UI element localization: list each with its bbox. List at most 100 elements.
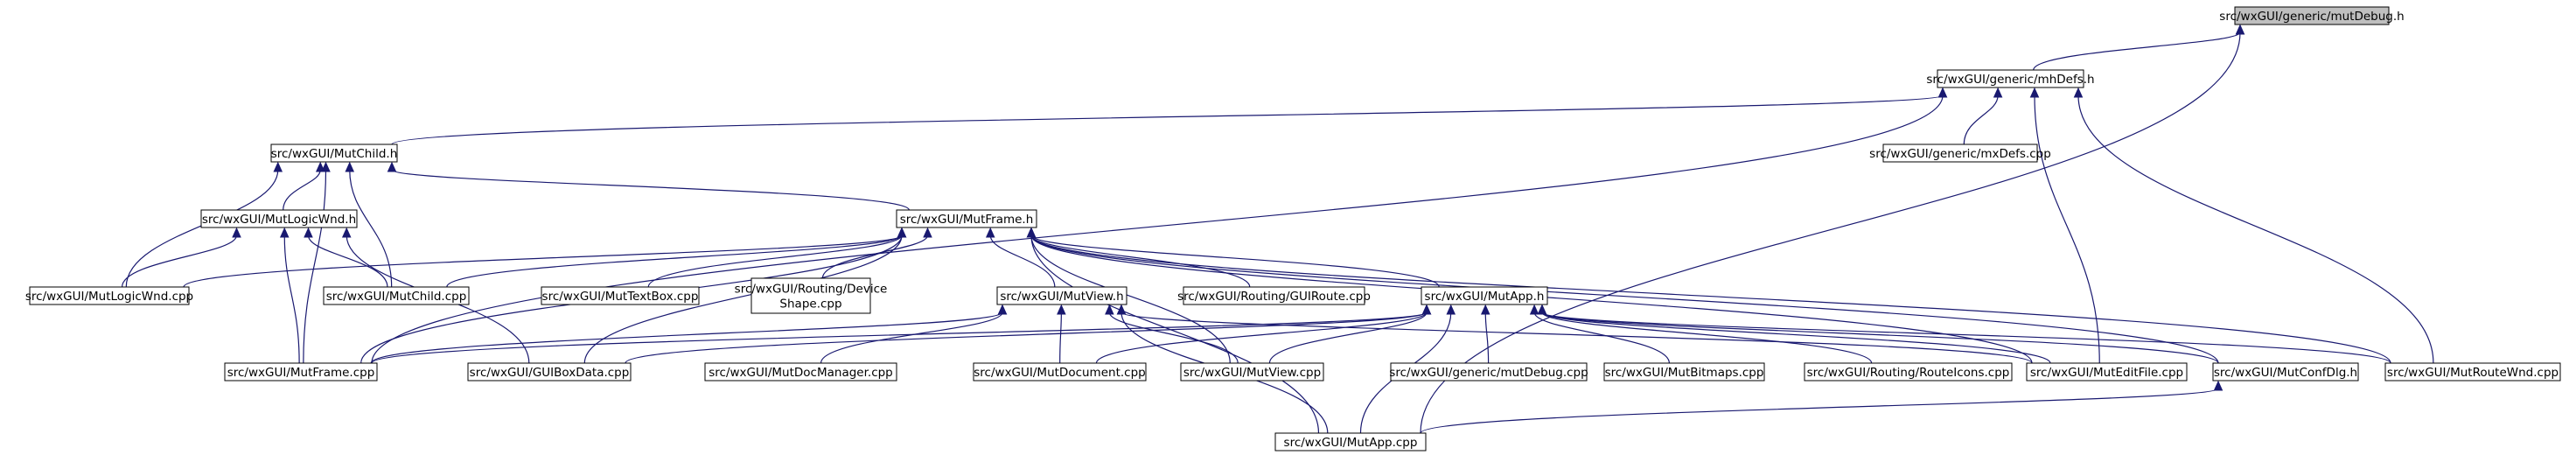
node-box [896,209,1037,228]
node-label: src/wxGUI/MutView.h [1000,290,1123,304]
node-box [200,209,358,228]
edge-MutRouteWnd_cpp-to-mhDefs_h [2077,94,2434,364]
edge-MutChild_cpp-to-MutFrame_h [446,234,903,288]
node-box [973,362,1147,382]
edge-MutView_h-to-MutFrame_h [989,234,1056,288]
arrowhead-MutChild_cpp-to-MutChild_h [345,161,355,172]
node-label: Shape.cpp [779,298,841,312]
node-muteditfile-cpp[interactable]: src/wxGUI/MutEditFile.cpp [2026,362,2188,382]
node-mutdocmanager-cpp[interactable]: src/wxGUI/MutDocManager.cpp [704,362,897,382]
node-label: src/wxGUI/MutFrame.cpp [227,366,375,380]
edge-MutFrame_cpp-to-MutLogicWnd_h [283,234,300,364]
node-label: src/wxGUI/MutChild.cpp [326,290,467,304]
node-mutapp-h[interactable]: src/wxGUI/MutApp.h [1421,286,1548,305]
node-guiboxdata-cpp[interactable]: src/wxGUI/GUIBoxData.cpp [467,362,632,382]
node-muttextbox-cpp[interactable]: src/wxGUI/MutTextBox.cpp [541,286,700,305]
node-mutchild-h[interactable]: src/wxGUI/MutChild.h [270,144,398,163]
node-box [1804,362,2013,382]
node-label: src/wxGUI/MutEditFile.cpp [2030,366,2183,380]
arrowhead-MutEditFile_cpp-to-mhDefs_h [2029,87,2040,98]
node-mutchild-cpp[interactable]: src/wxGUI/MutChild.cpp [323,286,470,305]
node-label: src/wxGUI/MutBitmaps.cpp [1605,366,1764,380]
edge-MutConfDlg_h-to-MutApp_h [1541,312,2219,364]
node-box [1937,69,2084,88]
edge-MutEditFile_cpp-to-MutView_h [1120,312,2033,364]
node-box [2384,362,2561,382]
edge-MutLogicWnd_cpp-to-MutChild_h [125,169,279,288]
edge-MutRouteWnd_cpp-to-MutFrame_h [1030,234,2391,364]
edge-mxDefs_cpp-to-mhDefs_h [1963,94,1999,145]
node-box [270,144,398,163]
arrowhead-MutFrame_cpp-to-MutLogicWnd_h [279,227,290,238]
node-mutbitmaps-cpp[interactable]: src/wxGUI/MutBitmaps.cpp [1603,362,1765,382]
edge-GUIBoxData_cpp-to-MutApp_h [625,312,1428,364]
node-mutdocument-cpp[interactable]: src/wxGUI/MutDocument.cpp [973,362,1147,382]
edge-MutLogicWnd_cpp-to-MutFrame_h [183,234,903,288]
node-mutdebug-cpp[interactable]: src/wxGUI/generic/mutDebug.cpp [1389,362,1588,382]
edge-MutApp_h-to-MutFrame_h [1030,234,1440,288]
node-label: src/wxGUI/MutView.cpp [1183,366,1321,380]
node-mxdefs-cpp[interactable]: src/wxGUI/generic/mxDefs.cpp [1869,144,2051,163]
arrowhead-MutView_cpp-to-MutView_h [1105,304,1114,315]
node-mutview-h[interactable]: src/wxGUI/MutView.h [996,286,1127,305]
edge-MutDocument_cpp-to-MutApp_h [1095,312,1428,364]
arrowhead-DeviceShape_cpp-to-MutFrame_h [923,227,932,238]
node-mhdefs-h[interactable]: src/wxGUI/generic/mhDefs.h [1926,69,2095,88]
node-mutroutewnd-cpp[interactable]: src/wxGUI/MutRouteWnd.cpp [2384,362,2561,382]
node-mutview-cpp[interactable]: src/wxGUI/MutView.cpp [1180,362,1324,382]
node-mutframe-h[interactable]: src/wxGUI/MutFrame.h [896,209,1037,228]
edge-MutLogicWnd_h-to-MutChild_h [283,169,321,211]
node-label: src/wxGUI/MutApp.h [1425,290,1545,304]
arrowhead-MutView_cpp-to-MutApp_h [1421,304,1432,315]
edge-MutEditFile_cpp-to-mhDefs_h [2034,94,2100,364]
edge-MutFrame_h-to-MutChild_h [391,169,910,211]
arrowhead-MutChild_cpp-to-MutLogicWnd_h [304,227,313,238]
arrowhead-MutLogicWnd_cpp-to-MutLogicWnd_h [232,227,241,238]
node-label: src/wxGUI/Routing/Device [735,283,888,297]
node-label: src/wxGUI/Routing/GUIRoute.cpp [1177,290,1371,304]
arrowhead-MutApp_cpp-to-MutApp_h [1446,304,1456,315]
node-box [323,286,470,305]
arrowhead-MutFrame_h-to-MutChild_h [387,161,397,172]
edge-MutChild_h-to-mhDefs_h [391,94,1944,145]
node-guiroute-cpp[interactable]: src/wxGUI/Routing/GUIRoute.cpp [1177,286,1371,305]
arrowhead-MutBitmaps_cpp-to-MutApp_h [1529,304,1539,315]
edge-MutChild_cpp-to-MutChild_h [349,169,393,288]
node-label: src/wxGUI/generic/mxDefs.cpp [1869,147,2051,161]
node-label: src/wxGUI/MutLogicWnd.cpp [25,290,193,304]
node-mutapp-cpp[interactable]: src/wxGUI/MutApp.cpp [1274,432,1427,452]
node-box [541,286,700,305]
node-label: src/wxGUI/MutDocManager.cpp [709,366,893,380]
node-box [996,286,1127,305]
node-box [1421,286,1548,305]
node-mutframe-cpp[interactable]: src/wxGUI/MutFrame.cpp [224,362,378,382]
node-mutconfdlg-h[interactable]: src/wxGUI/MutConfDlg.h [2212,362,2359,382]
edge-mhDefs_h-to-mutDebug_h [2033,32,2241,71]
edge-mutDebug_cpp-to-MutApp_h [1484,312,1490,364]
node-box [1183,286,1365,305]
node-box [1882,144,2038,163]
node-label: src/wxGUI/MutConfDlg.h [2214,366,2357,380]
edge-MutApp_cpp-to-MutConfDlg_h [1420,388,2219,434]
node-mutlogicwnd-h[interactable]: src/wxGUI/MutLogicWnd.h [200,209,358,228]
arrowhead-MutView_h-to-MutFrame_h [985,227,995,238]
node-routeicons-cpp[interactable]: src/wxGUI/Routing/RouteIcons.cpp [1804,362,2013,382]
edge-MutApp_cpp-to-MutFrame_h [1030,234,1320,434]
edge-MutBitmaps_cpp-to-MutApp_h [1533,312,1670,364]
arrowhead-MutFrame_cpp-to-mhDefs_h [1937,87,1948,98]
arrowhead-MutEditFile_cpp-to-MutView_h [1116,304,1127,315]
arrowhead-MutApp_cpp-to-MutConfDlg_h [2213,380,2223,391]
arrowhead-MutRouteWnd_cpp-to-mhDefs_h [2073,87,2084,98]
node-label: src/wxGUI/MutApp.cpp [1284,436,1418,450]
arrowhead-mxDefs_cpp-to-mhDefs_h [1993,87,2003,98]
edge-DeviceShape_cpp-to-MutFrame_h [821,234,929,279]
node-mutlogicwnd-cpp[interactable]: src/wxGUI/MutLogicWnd.cpp [25,286,193,305]
arrowhead-MutDocument_cpp-to-MutView_h [1057,304,1066,315]
arrowhead-MutLogicWnd_cpp-to-MutChild_h [273,161,283,172]
node-box [750,277,871,314]
arrowhead-MutRouteWnd_cpp-to-MutFrame_h [1026,227,1037,238]
edge-MutView_cpp-to-MutView_h [1108,312,1239,364]
node-label: src/wxGUI/MutLogicWnd.h [202,213,356,227]
arrowhead-MutRouteWnd_cpp-to-MutApp_h [1537,304,1547,315]
